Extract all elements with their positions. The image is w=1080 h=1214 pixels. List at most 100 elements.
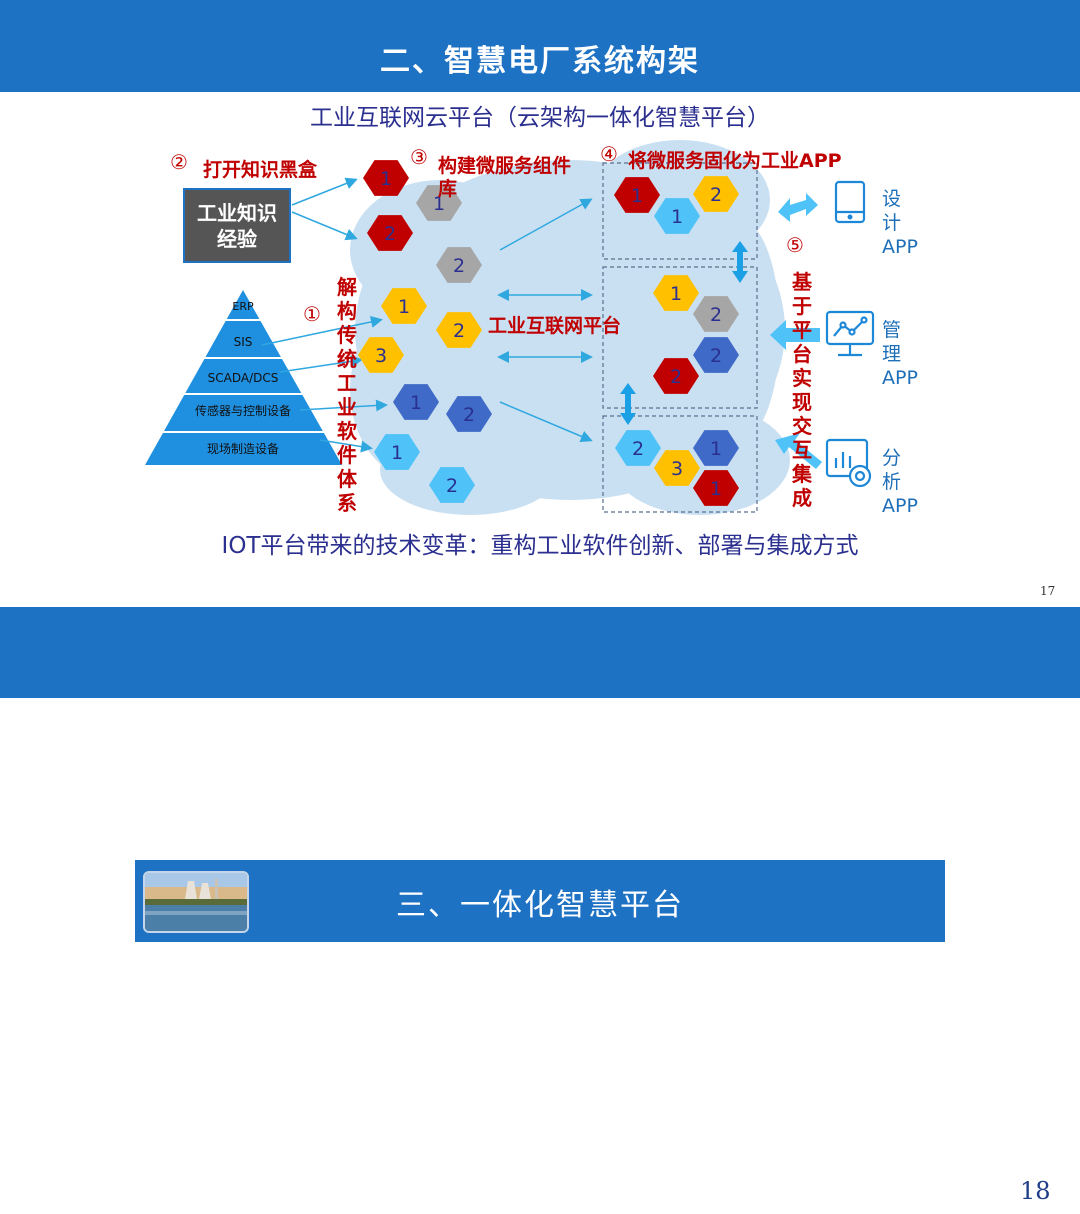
hexagon-number: 2 <box>453 255 465 277</box>
step2-label: 打开知识黑盒 <box>203 159 318 181</box>
app-design-label: 设计 APP <box>882 187 918 259</box>
app-manage-suffix: APP <box>882 367 918 389</box>
platform-label: 工业互联网平台 <box>488 315 622 337</box>
hexagon-left-4: 1 <box>381 288 427 324</box>
hexagon-left-2: 2 <box>367 215 413 251</box>
hexagon-number: 2 <box>670 366 682 388</box>
architecture-diagram: ERP SIS SCADA/DCS 传感器与控制设备 现场制造设备 <box>145 140 875 515</box>
step5-number: ⑤ <box>786 233 804 257</box>
power-plant-thumbnail <box>143 871 249 933</box>
app-analysis-suffix: APP <box>882 495 918 517</box>
step4-label: 将微服务固化为工业APP <box>628 150 842 172</box>
hexagon-number: 2 <box>463 404 475 426</box>
hexagon-number: 2 <box>453 320 465 342</box>
app-design-name: 设计 <box>882 188 902 234</box>
step2-number: ② <box>170 150 188 174</box>
app-box-3 <box>602 415 758 513</box>
hexagon-box3-2: 3 <box>654 450 700 486</box>
app-analysis-name: 分析 <box>882 447 902 493</box>
tablet-icon <box>834 180 866 224</box>
pyramid-label-sis: SIS <box>234 335 253 349</box>
arrow <box>261 315 383 346</box>
step3-number: ③ <box>410 145 428 169</box>
pyramid-label-erp: ERP <box>232 300 254 313</box>
power-plant-image <box>145 873 247 931</box>
hexagon-number: 1 <box>670 283 682 305</box>
arrow <box>291 177 358 206</box>
arrow <box>299 399 388 412</box>
arrow <box>319 439 373 453</box>
hexagon-number: 1 <box>410 392 422 414</box>
step4-number: ④ <box>600 142 618 166</box>
step5-label: 基于平台实现交互集成 <box>792 270 812 510</box>
app-arrow-analysis <box>775 433 822 469</box>
hexagon-number: 3 <box>671 458 683 480</box>
app-analysis-label: 分析 APP <box>882 446 918 518</box>
monitor-chart-icon <box>825 310 875 357</box>
hexagon-box3-3: 1 <box>693 470 739 506</box>
arrow <box>499 198 593 251</box>
hexagon-box3-0: 2 <box>615 430 661 466</box>
hexagon-left-1: 1 <box>416 185 462 221</box>
hexagon-number: 1 <box>398 296 410 318</box>
hexagon-number: 1 <box>710 478 722 500</box>
hexagon-box2-2: 2 <box>693 337 739 373</box>
app-design-suffix: APP <box>882 236 918 258</box>
hexagon-box1-1: 2 <box>693 176 739 212</box>
hexagon-left-0: 1 <box>363 160 409 196</box>
pyramid-label-field: 现场制造设备 <box>207 442 279 456</box>
hexagon-left-6: 3 <box>358 337 404 373</box>
hexagon-left-10: 2 <box>429 467 475 503</box>
hexagon-number: 1 <box>671 206 683 228</box>
app-box-2 <box>602 266 758 409</box>
knowledge-box: 工业知识经验 <box>183 188 291 263</box>
slide17-title: 二、智慧电厂系统构架 <box>380 44 700 79</box>
hexagon-box3-1: 1 <box>693 430 739 466</box>
page-number-18: 18 <box>1020 1177 1051 1205</box>
page-number-17: 17 <box>1040 584 1056 598</box>
slide18-title-box <box>135 860 945 942</box>
app-arrow-design <box>778 193 818 222</box>
hexagon-box1-0: 1 <box>614 177 660 213</box>
hexagon-number: 1 <box>391 442 403 464</box>
slide17-subtitle: 工业互联网云平台（云架构一体化智慧平台） <box>310 105 770 131</box>
pyramid <box>145 290 342 465</box>
hexagon-number: 1 <box>380 168 392 190</box>
slide18-header-band <box>0 607 1080 698</box>
hexagon-left-8: 2 <box>446 396 492 432</box>
hexagon-number: 2 <box>710 345 722 367</box>
hexagon-number: 2 <box>710 304 722 326</box>
hexagon-box2-1: 2 <box>693 296 739 332</box>
hexagon-left-3: 2 <box>436 247 482 283</box>
hexagon-number: 2 <box>710 184 722 206</box>
hexagon-number: 1 <box>433 193 445 215</box>
pyramid-label-scada: SCADA/DCS <box>208 371 279 385</box>
step3-label-line1: 构建微服务组件 <box>438 155 572 177</box>
hexagon-box1-2: 1 <box>654 198 700 234</box>
double-arrow-box1-box2 <box>732 241 748 283</box>
double-arrow-box2-box3 <box>620 383 636 425</box>
arrow <box>279 355 363 373</box>
step1-number: ① <box>303 302 321 326</box>
slide18-title: 三、一体化智慧平台 <box>396 888 684 923</box>
app-box-1 <box>602 162 758 260</box>
hexagon-left-7: 1 <box>393 384 439 420</box>
knowledge-line2: 经验 <box>217 226 257 251</box>
bottom-caption: IOT平台带来的技术变革：重构工业软件创新、部署与集成方式 <box>221 533 859 559</box>
hexagon-number: 1 <box>631 185 643 207</box>
arrow <box>291 211 358 241</box>
hexagon-number: 1 <box>710 438 722 460</box>
app-manage-name: 管理 <box>882 319 902 365</box>
hexagon-box2-0: 1 <box>653 275 699 311</box>
hexagon-left-5: 2 <box>436 312 482 348</box>
arrow <box>499 401 593 443</box>
pyramid-label-sensor: 传感器与控制设备 <box>195 403 291 418</box>
hexagon-left-9: 1 <box>374 434 420 470</box>
hexagon-number: 3 <box>375 345 387 367</box>
knowledge-line1: 工业知识 <box>197 200 277 225</box>
step1-label: 解构传统工业软件体系 <box>337 275 357 515</box>
analysis-gear-icon <box>825 438 872 488</box>
slide17-header-bar <box>0 0 1080 92</box>
hexagon-number: 2 <box>632 438 644 460</box>
